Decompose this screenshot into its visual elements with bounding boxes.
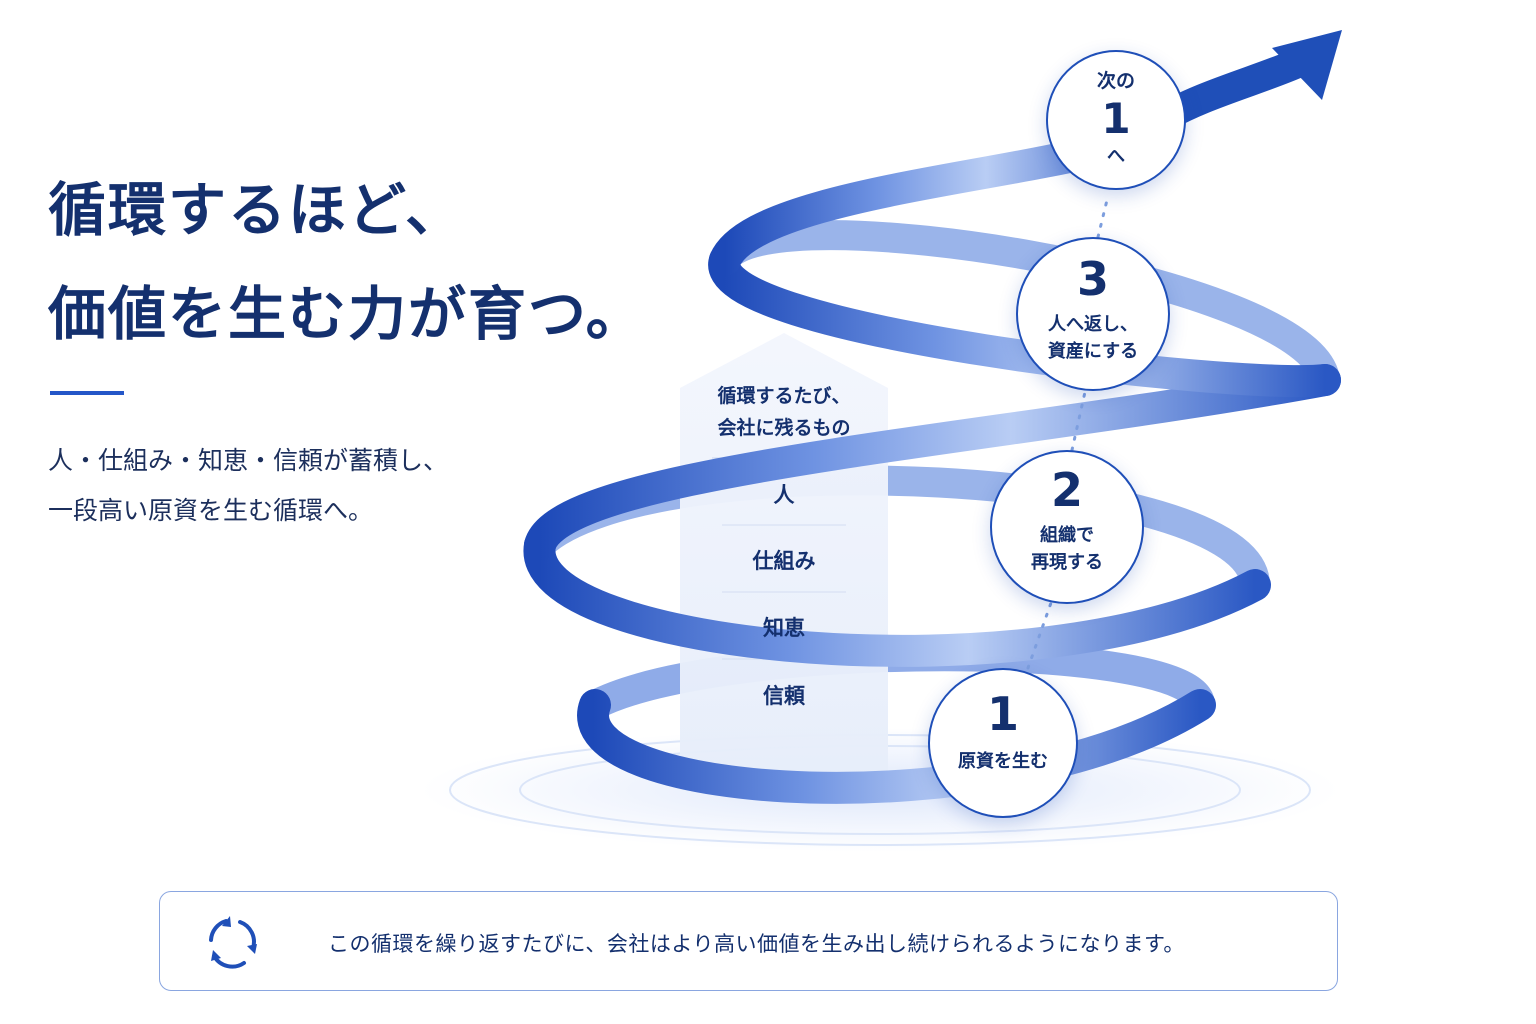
step-1-number: 1 xyxy=(986,687,1019,741)
summary-banner-text: この循環を繰り返すたびに、会社はより高い価値を生み出し続けられるようになります。 xyxy=(328,932,1185,956)
step-next-prefix: 次の xyxy=(1096,70,1135,92)
ribbon-front-1 xyxy=(577,689,1216,804)
subtext-line-2: 一段高い原資を生む循環へ。 xyxy=(48,496,374,525)
asset-item-systems: 仕組み xyxy=(752,549,816,573)
accent-rule xyxy=(50,391,124,395)
headline-line-1: 循環するほど、 xyxy=(48,176,466,244)
step-3-number: 3 xyxy=(1076,252,1109,306)
connector-2-3 xyxy=(1070,390,1087,452)
step-2-label-line-2: 再現する xyxy=(1031,552,1103,573)
assets-label: 循環するたび、 会社に残るもの xyxy=(680,380,888,444)
ribbon-front-3 xyxy=(524,364,1341,561)
step-2-label-line-1: 組織で xyxy=(1040,525,1094,546)
connector-3-next xyxy=(1096,194,1110,239)
subtext-line-1: 人・仕組み・知恵・信頼が蓄積し、 xyxy=(48,446,449,475)
ribbon-front-4 xyxy=(708,244,1341,398)
asset-item-trust: 信頼 xyxy=(763,684,805,708)
asset-item-people: 人 xyxy=(773,483,795,507)
asset-item-knowledge: 知恵 xyxy=(763,616,805,640)
step-1-circle: 1 原資を生む xyxy=(928,668,1078,818)
ribbon-front-2 xyxy=(523,529,1271,667)
step-next-suffix: へ xyxy=(1107,146,1125,167)
assets-label-line-2: 会社に残るもの xyxy=(717,417,851,439)
step-1-label: 原資を生む xyxy=(958,751,1048,772)
summary-banner: この循環を繰り返すたびに、会社はより高い価値を生み出し続けられるようになります。 xyxy=(159,891,1338,991)
step-next-number: 1 xyxy=(1101,94,1131,143)
headline-line-2: 価値を生む力が育つ。 xyxy=(48,280,646,348)
headline: 循環するほど、 価値を生む力が育つ。 xyxy=(48,158,646,366)
cycle-arrows-icon xyxy=(209,916,257,969)
subtext: 人・仕組み・知恵・信頼が蓄積し、 一段高い原資を生む循環へ。 xyxy=(48,436,448,536)
growth-arrowhead xyxy=(1272,30,1342,100)
step-3-circle: 3 人へ返し、 資産にする xyxy=(1016,237,1170,391)
step-next-circle: 次の 1 へ xyxy=(1046,50,1186,190)
connector-1-2 xyxy=(1026,598,1054,670)
step-2-circle: 2 組織で 再現する xyxy=(990,450,1144,604)
step-3-label-line-1: 人へ返し、 xyxy=(1048,314,1138,335)
assets-label-line-1: 循環するたび、 xyxy=(717,385,851,407)
step-3-label-line-2: 資産にする xyxy=(1047,341,1139,362)
step-connectors xyxy=(1026,194,1110,670)
step-2-number: 2 xyxy=(1050,463,1083,517)
